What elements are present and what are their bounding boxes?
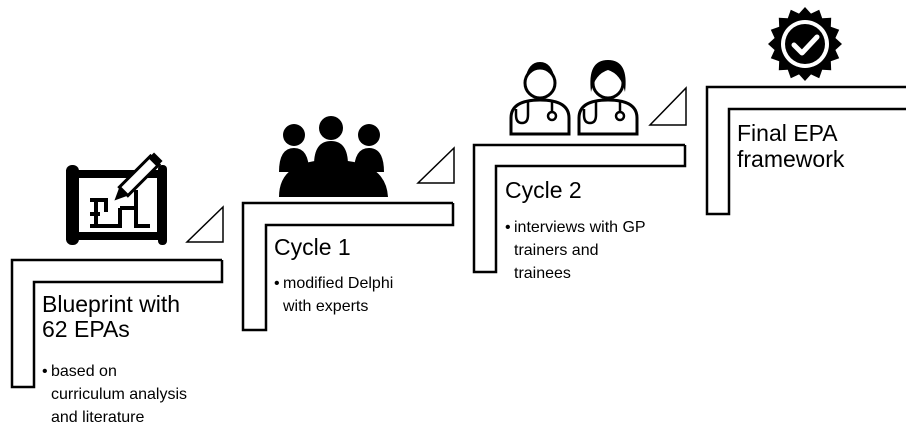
step-1-bullet-line-2: curriculum analysis: [51, 386, 188, 403]
step-4-title-line-2: framework: [737, 146, 845, 172]
step-1-title: Blueprint with 62 EPAs: [42, 293, 180, 343]
step-3-bullet-line-1: interviews with GP: [514, 219, 646, 236]
step-3-title: Cycle 2: [505, 179, 582, 202]
step-2-bullet-line-2: with experts: [283, 298, 369, 315]
step-1-bullet: •based on curriculum analysis and litera…: [42, 360, 187, 429]
step-3-bullet: •interviews with GP trainers and trainee…: [505, 216, 646, 285]
step-4-title-line-1: Final EPA: [737, 120, 838, 146]
arrow-triangle-3: [648, 86, 687, 126]
step-2-title-line-1: Cycle 1: [274, 234, 351, 260]
step-3-bullet-line-2: trainers and: [514, 242, 599, 259]
bullet-dot: •: [274, 275, 280, 292]
step-2-title: Cycle 1: [274, 236, 351, 259]
step-2-bracket: [241, 201, 455, 332]
step-1-bracket: [10, 258, 224, 389]
doctors-icon: [509, 60, 639, 136]
step-4-bracket: [705, 85, 906, 216]
arrow-triangle-1: [185, 205, 224, 243]
step-3-title-line-1: Cycle 2: [505, 177, 582, 203]
approved-badge-icon: [768, 7, 842, 81]
step-3-bracket: [472, 143, 687, 274]
arrow-triangle-2: [416, 146, 455, 184]
bullet-dot: •: [42, 363, 48, 380]
step-3-bullet-line-3: trainees: [514, 265, 571, 282]
step-2-bullet-line-1: modified Delphi: [283, 275, 394, 292]
step-1-title-line-2: 62 EPAs: [42, 316, 130, 342]
step-4-title: Final EPA framework: [737, 122, 844, 174]
step-1-title-line-1: Blueprint with: [42, 291, 181, 317]
step-2-bullet: •modified Delphi with experts: [274, 272, 393, 318]
group-meeting-icon: [279, 116, 388, 197]
bullet-dot: •: [505, 219, 511, 236]
blueprint-icon: [66, 152, 167, 245]
step-1-bullet-line-3: and literature: [51, 409, 145, 426]
step-1-bullet-line-1: based on: [51, 363, 117, 380]
